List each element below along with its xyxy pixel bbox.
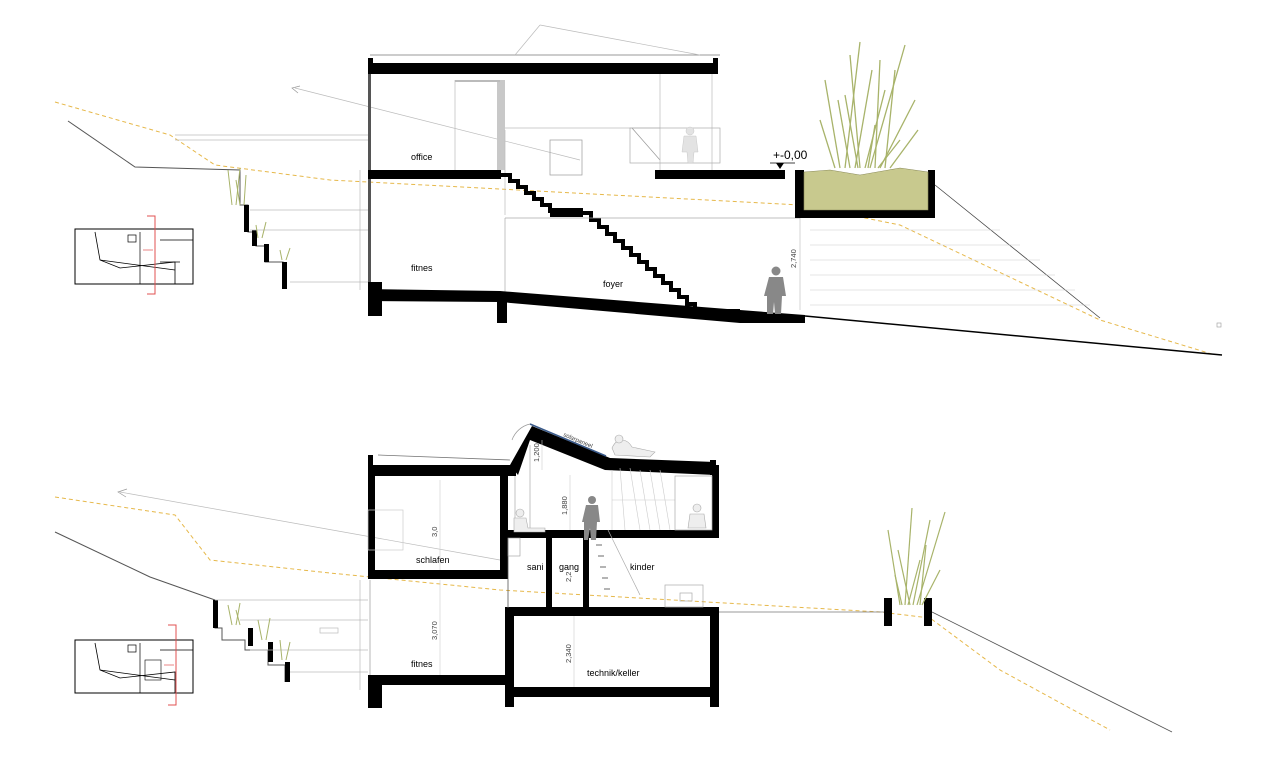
lower-terrace-step [268,642,273,662]
upper-staircase-upper-flight [497,173,580,213]
lower-room-label-fitnes: fitnes [411,659,433,669]
lower-fitnes-floor-slab [368,675,508,685]
upper-entry-slab [655,170,785,179]
lower-dim-3-0: 3,0 [430,527,439,537]
upper-terrace-step [264,244,269,262]
lower-terrace-grass [227,602,291,661]
lower-dim-2-340: 2,340 [564,644,573,663]
lower-technik-wall-right [710,612,719,707]
lower-roof-person-lying [611,434,656,458]
lower-room-label-gang: gang [559,562,579,572]
upper-planter-soil [803,167,929,211]
upper-key-plan [74,215,194,295]
upper-background-facade [175,60,371,290]
lower-dim-1-880: 1,880 [560,496,569,515]
upper-level-marker-triangle [776,163,784,169]
lower-east-wall-upper [712,465,719,530]
lower-person-standing [582,496,600,540]
upper-planter-grass [819,41,919,169]
upper-foundation [368,282,382,316]
upper-person-silhouette [764,266,786,314]
lower-inner-wall-schlafen [500,465,508,575]
lower-technik-wall-left [505,612,514,707]
upper-terrace-step [252,230,257,246]
upper-right-ground-line [804,315,1223,356]
upper-terrace-step [244,205,249,232]
lower-roof-slab-left [368,465,516,476]
upper-person-silhouette-light [681,126,699,164]
upper-east-wall [795,170,804,218]
lower-room-label-sani: sani [527,562,544,572]
lower-kinder-ceiling-slab [505,530,719,538]
lower-room-label-schlafen: schlafen [416,555,450,565]
upper-roof-slab [368,63,718,74]
lower-solar-panel [529,423,607,457]
lower-planter-wall-right [924,598,932,626]
upper-room-label-office: office [411,152,432,162]
upper-right-slope-line [934,184,1101,319]
lower-roof-slab-sloped [510,426,715,475]
lower-kinder-floor-slab [505,607,719,616]
lower-terrain-dashed-line [54,496,1111,731]
lower-gang-wall [583,538,589,608]
lower-person-sitting-right [687,503,707,529]
upper-office-floor-slab [368,170,501,179]
lower-planter-grass [887,507,946,606]
lower-left-terrain-line [54,531,286,682]
upper-section: +-0,00 2,740 office fitnes foyer [54,24,1223,356]
upper-left-terrain-line [67,120,284,289]
upper-retaining-wall-hatch [810,229,1090,306]
lower-room-label-technik: technik/keller [587,668,640,678]
lower-background-facade [215,580,368,690]
lower-foundation-left [368,675,382,708]
upper-west-wall [368,74,371,170]
lower-right-slope-line [931,611,1173,733]
upper-sight-line [294,87,581,161]
upper-terrace-grass [227,167,291,261]
lower-sani-wall [546,538,552,608]
lower-technik-slab [505,687,719,697]
lower-sight-line [119,491,501,561]
lower-terrace-step [248,628,253,646]
lower-terrace-step [213,600,218,628]
lower-section: solarpaneel [54,423,1173,733]
lower-room-label-kinder: kinder [630,562,655,572]
lower-dim-1-200: 1,200 [532,443,541,462]
upper-dim-height: 2,740 [789,249,798,268]
lower-ladder [596,544,610,590]
upper-foyer-floor-slab [368,289,805,323]
upper-room-label-foyer: foyer [603,279,623,289]
lower-planter-wall-left [884,598,892,626]
upper-inner-wall [497,80,505,170]
lower-schlafen-floor-slab [368,570,508,579]
lower-key-plan [74,624,194,706]
lower-dim-2-2: 2,2 [564,572,573,582]
lower-person-sitting [513,508,546,533]
upper-terrace-step [282,262,287,289]
upper-staircase-lower-flight [583,211,740,313]
lower-west-wall [368,465,375,575]
upper-planter-slab [795,210,935,218]
upper-room-label-fitnes: fitnes [411,263,433,273]
lower-terrace-step [285,662,290,682]
upper-level-mark: +-0,00 [773,148,808,162]
lower-loft-railing [611,467,675,531]
lower-dim-3-070: 3,070 [430,621,439,640]
